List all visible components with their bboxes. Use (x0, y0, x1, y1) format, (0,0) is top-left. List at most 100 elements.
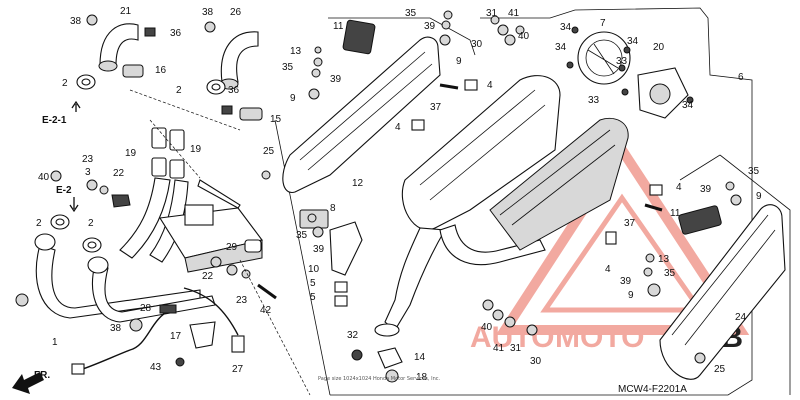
callout-7: 7 (600, 18, 606, 29)
callout-40: 40 (518, 31, 530, 42)
callout-29: 29 (226, 242, 238, 253)
callout-16: 16 (155, 65, 167, 76)
reference-e-2: E-2 (56, 185, 72, 196)
callout-17: 17 (170, 331, 182, 342)
callout-5: 5 (310, 278, 316, 289)
callout-35: 35 (748, 166, 760, 177)
callout-43: 43 (150, 362, 162, 373)
callout-38: 38 (110, 323, 122, 334)
callout-33: 33 (616, 56, 628, 67)
callout-13: 13 (658, 254, 670, 265)
callout-39: 39 (330, 74, 342, 85)
callout-23: 23 (236, 295, 248, 306)
callout-22: 22 (202, 271, 214, 282)
reference-e-2-1: E-2-1 (42, 115, 67, 126)
reference-labels: E-2-1 E-2 (42, 100, 81, 213)
arrow-up-icon (71, 100, 81, 112)
footnote: Page size 1024x1024 Honda Motor Services… (318, 376, 440, 382)
callout-numbers: 38 21 36 38 26 16 2 2 36 15 19 19 25 40 … (36, 6, 762, 383)
callout-33: 33 (588, 95, 600, 106)
callout-9: 9 (756, 191, 762, 202)
arrow-down-icon (69, 197, 79, 213)
callout-4: 4 (605, 264, 611, 275)
callout-2: 2 (36, 218, 42, 229)
diagram-code: MCW4-F2201A (618, 384, 687, 395)
callout-39: 39 (620, 276, 632, 287)
callout-11: 11 (333, 21, 344, 32)
callout-24: 24 (735, 312, 747, 323)
callout-25: 25 (263, 146, 275, 157)
callout-41: 41 (508, 8, 520, 19)
callout-34: 34 (560, 22, 572, 33)
callout-12: 12 (352, 178, 364, 189)
callout-31: 31 (510, 343, 522, 354)
callout-9: 9 (456, 56, 462, 67)
callout-40: 40 (38, 172, 50, 183)
lower-hardware (307, 203, 663, 383)
callout-39: 39 (700, 184, 712, 195)
callout-23: 23 (82, 154, 94, 165)
callout-25: 25 (714, 364, 726, 375)
callout-38: 38 (70, 16, 82, 27)
callout-38: 38 (202, 7, 214, 18)
callout-31: 31 (486, 8, 498, 19)
callout-41: 41 (493, 343, 505, 354)
callout-36: 36 (170, 28, 182, 39)
exhaust-pipes (15, 14, 277, 375)
callout-4: 4 (487, 80, 493, 91)
callout-19: 19 (190, 144, 202, 155)
callout-4: 4 (395, 122, 401, 133)
front-direction: FR. (12, 370, 50, 394)
callout-39: 39 (424, 21, 436, 32)
callout-2: 2 (88, 218, 94, 229)
front-label: FR. (34, 370, 50, 381)
callout-34: 34 (627, 36, 639, 47)
callout-37: 37 (430, 102, 442, 113)
center-chamber (261, 10, 694, 337)
callout-32: 32 (347, 330, 359, 341)
callout-27: 27 (232, 364, 244, 375)
callout-21: 21 (120, 6, 132, 17)
callout-39: 39 (313, 244, 325, 255)
callout-35: 35 (405, 8, 417, 19)
callout-2: 2 (176, 85, 182, 96)
callout-15: 15 (270, 114, 282, 125)
callout-13: 13 (290, 46, 302, 57)
callout-11: 11 (670, 208, 681, 219)
leader-lines (129, 89, 311, 396)
callout-1: 1 (52, 337, 58, 348)
callout-19: 19 (125, 148, 137, 159)
callout-35: 35 (664, 268, 676, 279)
callout-20: 20 (653, 42, 665, 53)
callout-40: 40 (481, 322, 493, 333)
front-arrow-icon (12, 372, 44, 394)
callout-37: 37 (624, 218, 636, 229)
right-muffler (482, 181, 786, 380)
callout-9: 9 (290, 93, 296, 104)
panel-outlines (274, 7, 791, 396)
callout-5: 5 (310, 292, 316, 303)
callout-36: 36 (228, 85, 240, 96)
callout-30: 30 (471, 39, 483, 50)
warning-triangle-icon (495, 140, 750, 335)
callout-18: 18 (416, 372, 428, 383)
callout-8: 8 (330, 203, 336, 214)
callout-34: 34 (555, 42, 567, 53)
callout-14: 14 (414, 352, 426, 363)
callout-4: 4 (676, 182, 682, 193)
callout-30: 30 (530, 356, 542, 367)
callout-9: 9 (628, 290, 634, 301)
callout-42: 42 (260, 305, 272, 316)
callout-28: 28 (140, 303, 152, 314)
callout-6: 6 (738, 72, 744, 83)
callout-34: 34 (682, 100, 694, 111)
callout-35: 35 (296, 230, 308, 241)
callout-2: 2 (62, 78, 68, 89)
watermark-moto: MOTO (555, 321, 644, 354)
callout-22: 22 (113, 168, 125, 179)
callout-10: 10 (308, 264, 320, 275)
callout-26: 26 (230, 7, 242, 18)
callout-35: 35 (282, 62, 294, 73)
callout-3: 3 (85, 167, 91, 178)
